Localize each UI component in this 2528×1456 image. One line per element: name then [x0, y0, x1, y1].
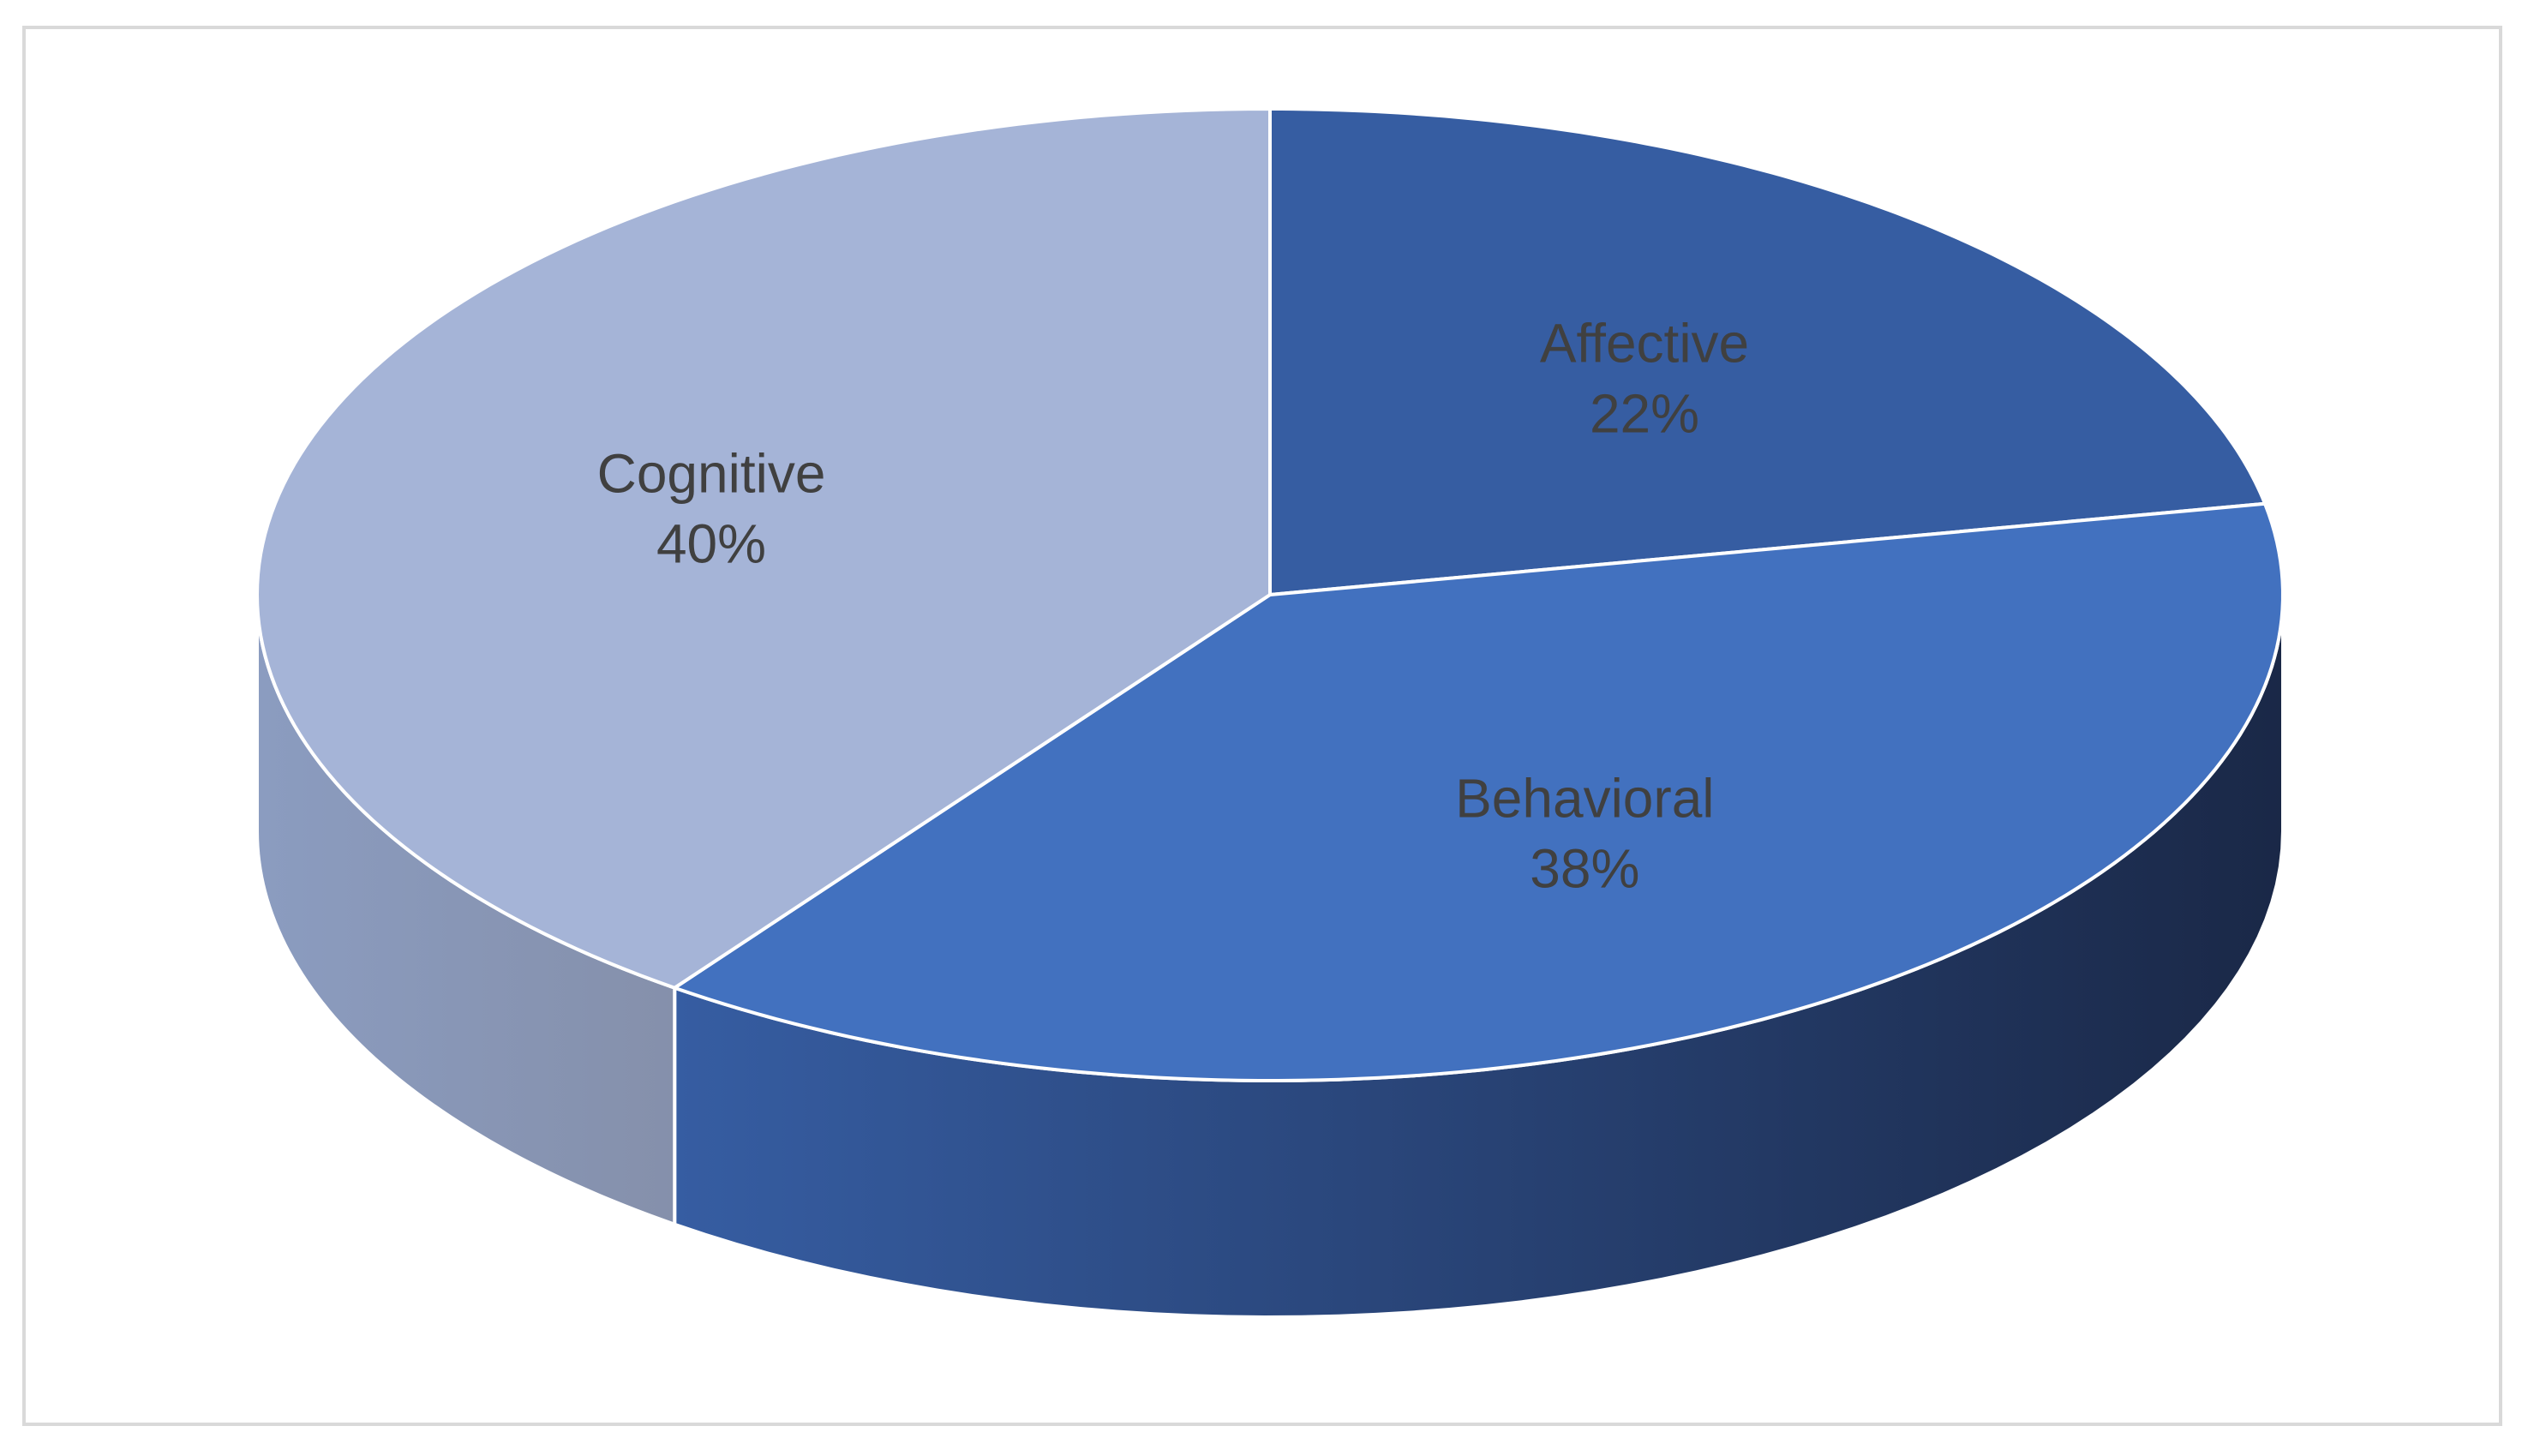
slice-label-behavioral: Behavioral	[1455, 768, 1714, 830]
slice-percent-affective: 22%	[1590, 383, 1699, 445]
slice-percent-behavioral: 38%	[1530, 838, 1639, 900]
slice-label-affective: Affective	[1540, 313, 1749, 374]
pie-slice-behavioral	[673, 501, 2285, 1082]
pie-chart: Affective 22% Behavioral 38% Cognitive 40%	[255, 107, 2285, 1319]
chart-frame: Affective 22% Behavioral 38% Cognitive 40%	[22, 26, 2502, 1426]
slice-percent-cognitive: 40%	[656, 512, 766, 574]
slice-label-cognitive: Cognitive	[597, 442, 826, 504]
pie-labels: Affective 22% Behavioral 38% Cognitive 40%	[597, 313, 1750, 900]
pie-slice-affective	[1268, 107, 2267, 596]
pie-tops	[255, 107, 2285, 1082]
pie-slice-cognitive	[255, 107, 1272, 990]
